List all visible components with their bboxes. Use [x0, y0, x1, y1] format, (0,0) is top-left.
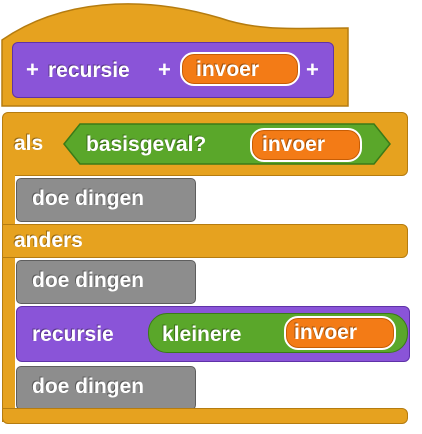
reporter-arg-label: invoer — [294, 321, 358, 344]
command-doe-dingen-1[interactable] — [16, 178, 196, 222]
command-label: doe dingen — [32, 375, 144, 398]
block-name-label: recursie — [48, 59, 130, 82]
if-else-footer — [2, 408, 408, 424]
if-label: als — [14, 132, 44, 155]
reporter-arg-invoer[interactable] — [284, 316, 396, 350]
command-label: doe dingen — [32, 269, 144, 292]
command-label: doe dingen — [32, 187, 144, 210]
recursive-call-label: recursie — [32, 323, 114, 346]
reporter-label: kleinere — [162, 323, 242, 346]
else-header[interactable] — [2, 224, 408, 258]
add-input-icon[interactable]: + — [26, 57, 39, 82]
command-doe-dingen-2[interactable] — [16, 260, 196, 304]
parameter-invoer[interactable] — [180, 52, 300, 86]
add-input-icon[interactable]: + — [158, 57, 171, 82]
if-else-spine — [2, 172, 15, 422]
predicate-arg-invoer[interactable] — [250, 128, 362, 162]
parameter-label: invoer — [196, 58, 260, 81]
predicate-label: basisgeval? — [86, 133, 207, 156]
add-input-icon[interactable]: + — [306, 57, 319, 82]
else-label: anders — [14, 229, 83, 252]
predicate-arg-label: invoer — [262, 133, 326, 156]
